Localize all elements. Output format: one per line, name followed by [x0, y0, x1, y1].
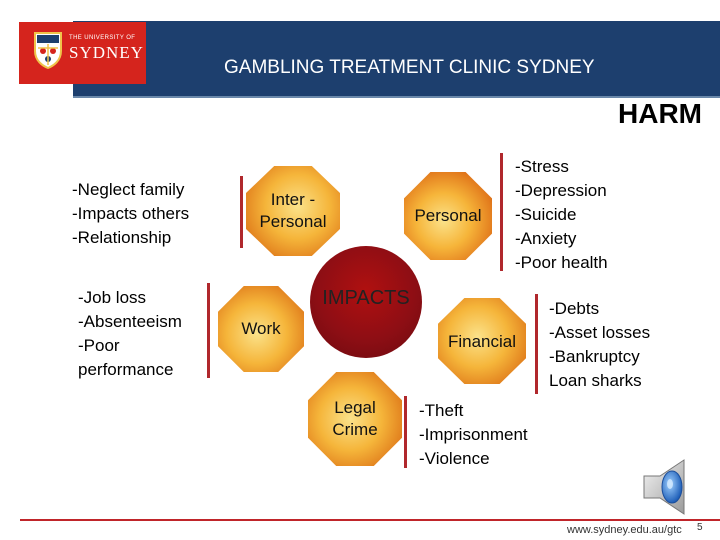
- impacts-label: IMPACTS: [322, 286, 410, 309]
- work-impacts-list: -Job loss -Absenteeism -Poor performance: [78, 286, 182, 382]
- personal-impacts-list: -Stress -Depression -Suicide -Anxiety -P…: [515, 155, 608, 275]
- university-crest-icon: [34, 32, 62, 69]
- list-item: -Anxiety: [515, 229, 577, 248]
- list-item: -Job loss: [78, 288, 147, 307]
- slide-title: HARM: [618, 98, 702, 129]
- footer-url-link[interactable]: www.sydney.edu.au/gtc: [567, 524, 682, 536]
- list-item: -Theft: [419, 401, 464, 420]
- personal-divider: [500, 153, 503, 271]
- interpersonal-divider: [240, 176, 243, 248]
- page-number: 5: [697, 522, 703, 533]
- work-divider: [207, 283, 210, 378]
- financial-octagon: Financial: [438, 298, 526, 384]
- logo-subtitle: THE UNIVERSITY OF: [69, 35, 136, 41]
- list-item: performance: [78, 360, 174, 379]
- list-item: -Absenteeism: [78, 312, 182, 331]
- university-logo[interactable]: THE UNIVERSITY OF SYDNEY: [19, 22, 146, 84]
- list-item: -Debts: [549, 299, 600, 318]
- financial-divider: [535, 294, 538, 394]
- interpersonal-impacts-list: -Neglect family -Impacts others -Relatio…: [72, 178, 189, 250]
- list-item: -Neglect family: [72, 180, 185, 199]
- financial-impacts-list: -Debts -Asset losses -Bankruptcy Loan sh…: [549, 297, 650, 393]
- logo-name: SYDNEY: [69, 43, 144, 62]
- work-octagon: Work: [218, 286, 304, 372]
- list-item: -Poor: [78, 336, 120, 355]
- list-item: -Relationship: [72, 228, 172, 247]
- list-item: -Poor health: [515, 253, 608, 272]
- header-bar: [73, 21, 720, 96]
- legal-label-line1: Legal: [334, 398, 376, 417]
- list-item: -Depression: [515, 181, 607, 200]
- speaker-icon[interactable]: [640, 458, 700, 516]
- legal-divider: [404, 396, 407, 468]
- financial-label: Financial: [447, 332, 517, 351]
- work-label: Work: [241, 319, 281, 338]
- list-item: -Imprisonment: [419, 425, 528, 444]
- header-divider: [73, 96, 720, 98]
- list-item: -Impacts others: [72, 204, 190, 223]
- list-item: -Asset losses: [549, 323, 651, 342]
- list-item: -Violence: [419, 449, 490, 468]
- impacts-circle: IMPACTS: [310, 246, 422, 358]
- footer-divider: [20, 519, 720, 521]
- clinic-title: GAMBLING TREATMENT CLINIC SYDNEY: [224, 57, 595, 78]
- list-item: -Suicide: [515, 205, 577, 224]
- legal-octagon: Legal Crime: [308, 372, 402, 466]
- list-item: Loan sharks: [549, 371, 642, 390]
- list-item: -Stress: [515, 157, 569, 176]
- list-item: -Bankruptcy: [549, 347, 640, 366]
- interpersonal-octagon: Inter - Personal: [246, 166, 340, 256]
- interpersonal-label-line2: Personal: [259, 212, 327, 231]
- personal-octagon: Personal: [404, 172, 492, 260]
- legal-label-line2: Crime: [332, 420, 378, 439]
- legal-impacts-list: -Theft -Imprisonment -Violence: [419, 399, 528, 471]
- interpersonal-label-line1: Inter -: [270, 190, 316, 209]
- personal-label: Personal: [414, 206, 482, 225]
